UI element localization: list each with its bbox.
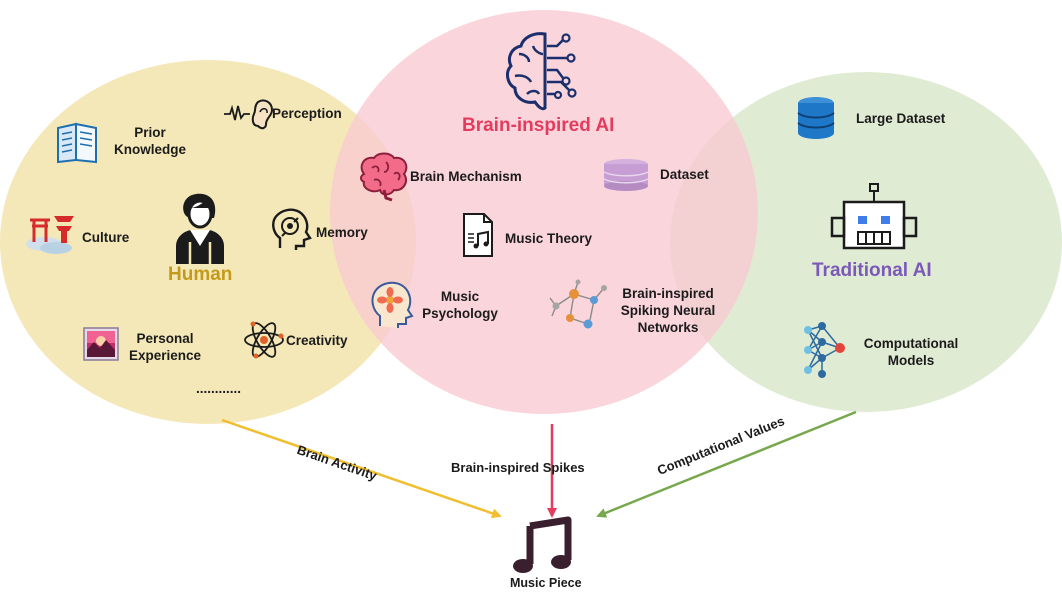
brain-activity-arrow	[221, 418, 502, 519]
brain-ai-circle	[330, 10, 758, 414]
human-title: Human	[168, 264, 233, 285]
ear-wave-icon	[224, 99, 274, 130]
music-psychology-label: Music Psychology	[422, 289, 498, 321]
brain-ai-title: Brain-inspired AI	[462, 115, 615, 136]
book-icon	[57, 122, 97, 164]
human-ellipsis: ............	[196, 381, 242, 396]
atom-icon	[244, 321, 284, 359]
traditional-ai-title: Traditional AI	[812, 260, 932, 281]
brain-icon	[360, 152, 408, 202]
head-flower-icon	[371, 281, 414, 328]
music-file-icon	[463, 213, 493, 257]
graph-network-icon	[804, 322, 845, 378]
database-icon	[603, 159, 649, 191]
computational-values-arrow	[596, 410, 857, 518]
brain-mechanism-label: Brain Mechanism	[410, 169, 522, 184]
database-icon	[797, 97, 835, 139]
head-gear-icon	[272, 208, 312, 250]
culture-label: Culture	[82, 230, 130, 245]
creativity-label: Creativity	[286, 333, 348, 348]
music-theory-label: Music Theory	[505, 231, 593, 246]
painting-icon	[83, 327, 119, 361]
prior-knowledge-label: Prior Knowledge	[113, 125, 186, 157]
pagoda-icon	[26, 216, 74, 254]
brain-spikes-label: Brain-inspired Spikes	[451, 460, 585, 475]
computational-models-label: Computational Models	[863, 336, 959, 368]
robot-icon	[830, 183, 918, 250]
neuron-network-icon	[549, 279, 607, 329]
memory-label: Memory	[316, 225, 368, 240]
person-icon	[176, 193, 224, 264]
music-piece-label: Music Piece	[510, 576, 582, 590]
brain-circuit-icon	[506, 32, 577, 111]
music-note-icon	[513, 516, 572, 573]
dataset-label: Dataset	[660, 167, 709, 182]
personal-experience-label: Personal Experience	[128, 331, 202, 363]
snn-label: Brain-inspired Spiking Neural Networks	[620, 286, 716, 335]
large-dataset-label: Large Dataset	[856, 111, 946, 126]
perception-label: Perception	[272, 106, 342, 121]
